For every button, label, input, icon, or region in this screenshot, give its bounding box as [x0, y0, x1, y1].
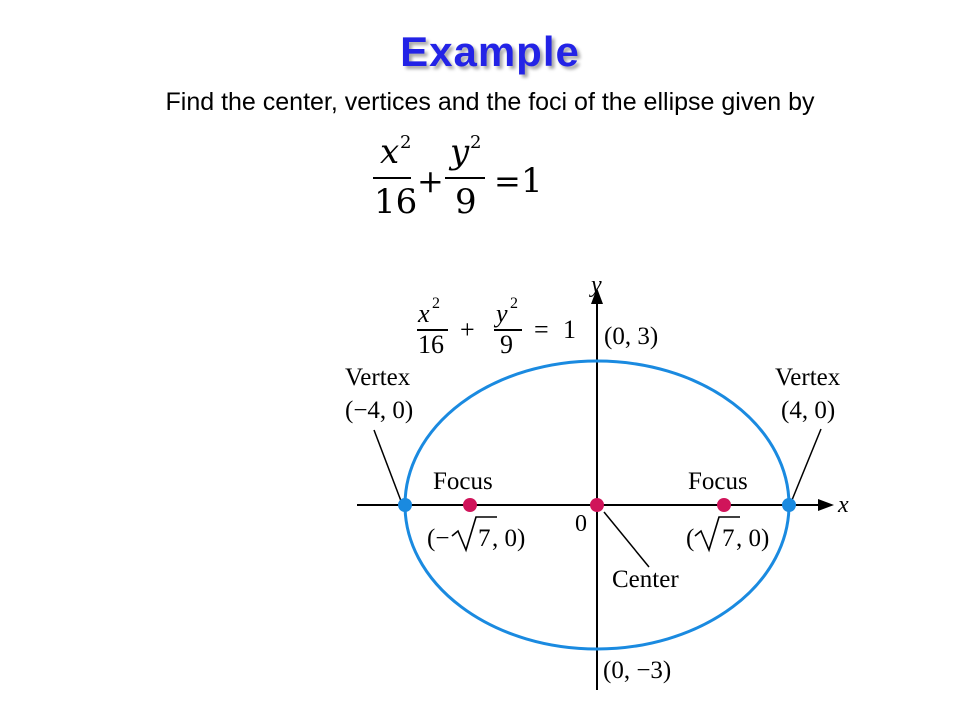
left-vertex-word: Vertex: [345, 364, 411, 391]
bottom-vertex-coord: (0, −3): [603, 657, 671, 684]
diag-eq-rhs: 1: [563, 315, 576, 344]
right-vertex-word: Vertex: [775, 364, 841, 391]
right-focus-coord: ( 7 , 0): [686, 516, 769, 553]
left-vertex-coord: (−4, 0): [345, 397, 413, 424]
right-vertex-leader: [791, 428, 822, 501]
slide-title: Example: [400, 28, 580, 75]
left-focus-coord: (− 7 , 0): [427, 516, 525, 553]
point-layer: [398, 498, 796, 512]
diag-eq-y-exponent: 2: [510, 295, 518, 312]
right-focus-open: (: [686, 525, 694, 552]
eq-equals: =: [494, 162, 521, 200]
left-focus-radicand: 7: [478, 525, 491, 552]
diag-eq-equals: =: [534, 315, 549, 344]
eq-x-exponent: 2: [400, 132, 411, 153]
left-vertex-leader: [373, 429, 402, 502]
right-focus-rest: , 0): [736, 525, 769, 552]
eq-x-denominator: 16: [374, 182, 417, 222]
center-point-2: [590, 498, 604, 512]
diag-eq-x-var: x: [417, 299, 430, 328]
right-focus-radical: [694, 516, 740, 553]
y-axis-label: y: [589, 272, 602, 298]
focus-point-3: [716, 498, 731, 512]
center-leader: [603, 511, 650, 568]
eq-y-denominator: 9: [455, 182, 477, 222]
right-vertex-coord: (4, 0): [781, 397, 835, 424]
origin-label: 0: [575, 511, 587, 537]
right-focus-word: Focus: [688, 468, 748, 495]
vertex-point-4: [782, 498, 796, 512]
focus-point-1: [463, 498, 478, 512]
eq-y-var: y: [448, 132, 470, 172]
diag-eq-y-var: y: [493, 299, 508, 328]
diag-eq-plus: +: [460, 315, 475, 344]
x-axis-label: x: [837, 492, 849, 518]
diag-eq-y-denominator: 9: [500, 330, 513, 359]
left-focus-rest: , 0): [492, 525, 525, 552]
eq-plus: +: [417, 162, 444, 200]
right-focus-radicand: 7: [722, 525, 735, 552]
eq-y-exponent: 2: [470, 132, 481, 153]
main-equation: x 2 16 + y 2 9 = 1: [373, 132, 543, 222]
center-label: Center: [612, 566, 679, 593]
diag-eq-x-denominator: 16: [418, 330, 444, 359]
diag-eq-x-exponent: 2: [432, 295, 440, 312]
x-axis-arrow: [818, 499, 834, 511]
y-axis-arrow: [591, 288, 603, 304]
eq-rhs: 1: [521, 161, 543, 201]
problem-statement: Find the center, vertices and the foci o…: [165, 88, 815, 116]
left-focus-word: Focus: [433, 468, 493, 495]
eq-x-var: x: [380, 132, 399, 172]
top-vertex-coord: (0, 3): [604, 323, 658, 350]
left-focus-open: (−: [427, 525, 449, 552]
left-focus-radical: [451, 516, 497, 553]
diagram-equation: x 2 16 + y 2 9 = 1: [417, 295, 576, 359]
vertex-point-0: [398, 498, 412, 512]
